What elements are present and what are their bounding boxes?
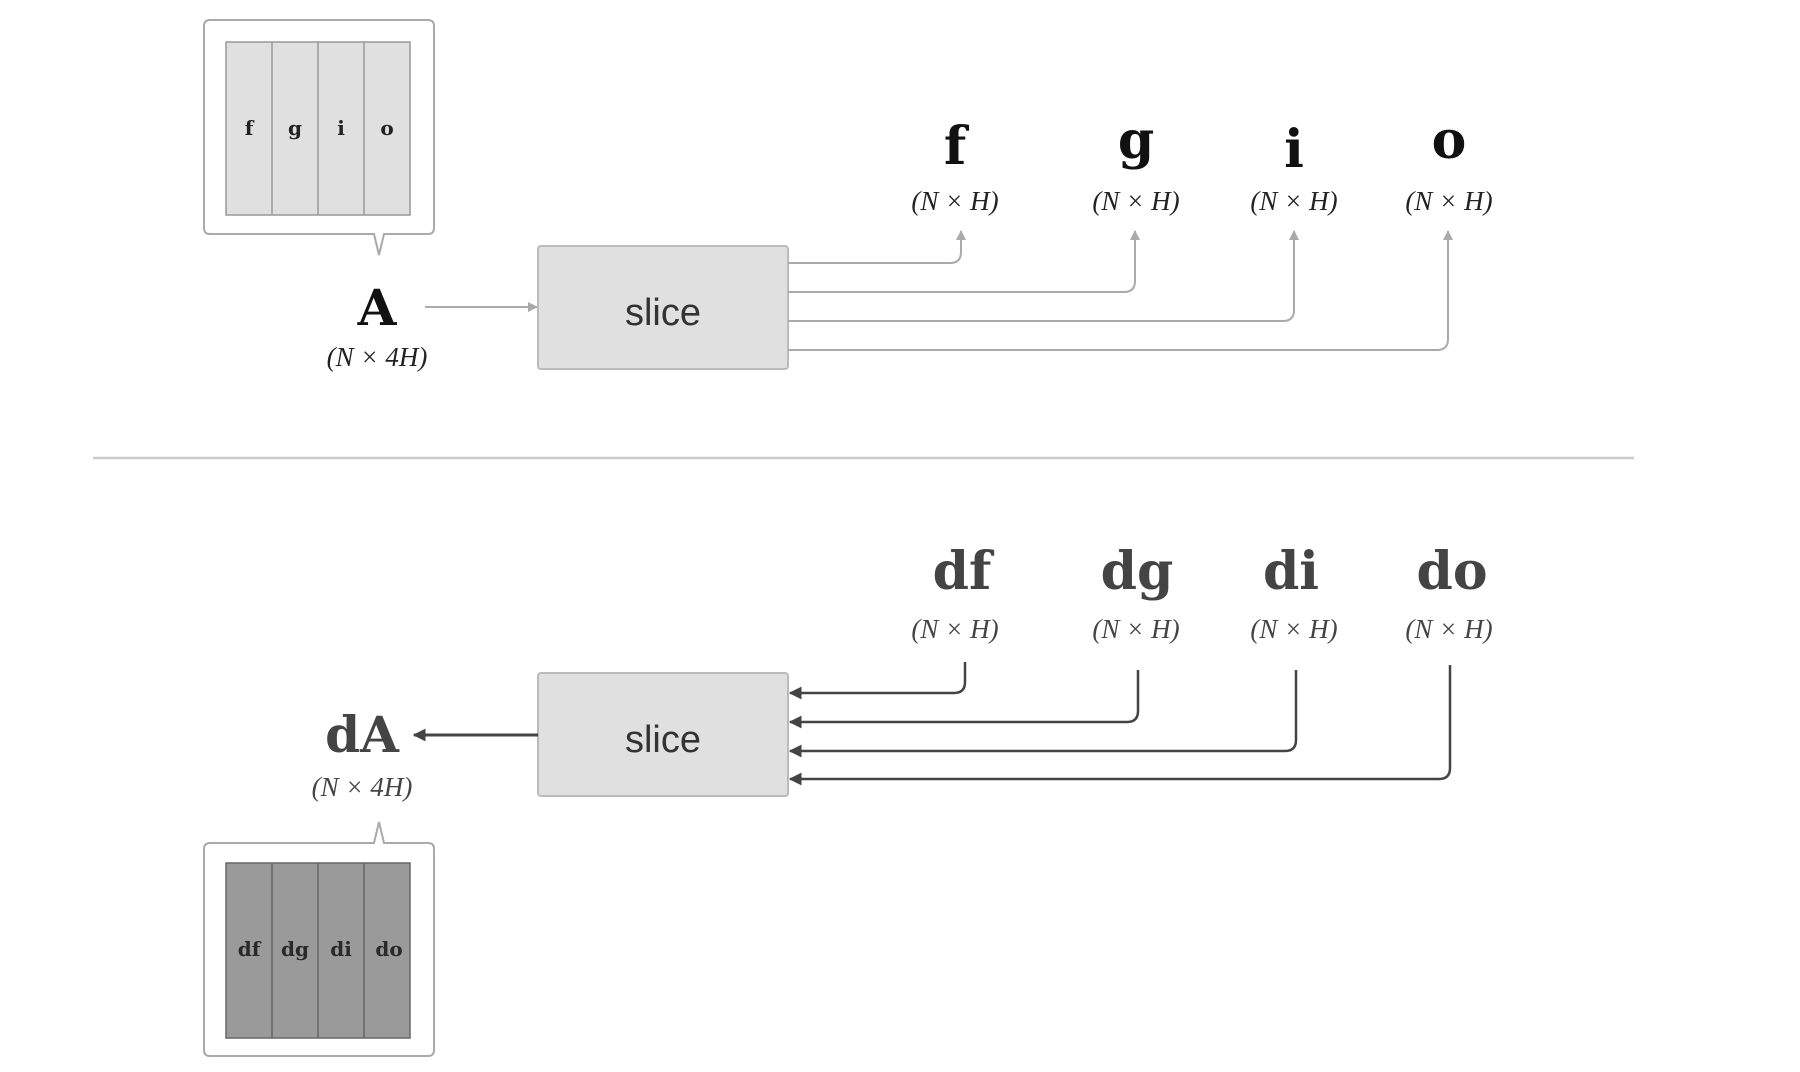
- forward-output-f-label: f: [944, 116, 970, 177]
- forward-matrix-cell-g: g: [288, 116, 302, 140]
- forward-matrix-cell-o: o: [380, 116, 393, 140]
- backward-arrow-di: [788, 670, 1298, 758]
- forward-slice-box: [537, 245, 789, 370]
- forward-input-dim: (N × 4H): [327, 342, 428, 372]
- backward-input-dg-label: dg: [1101, 541, 1174, 602]
- forward-output-f-dim: (N × H): [911, 186, 998, 216]
- backward-input-do-label: do: [1416, 541, 1487, 602]
- backward-section: df (N × H) dg (N × H) di (N × H) do (N ×…: [203, 541, 1493, 1057]
- backward-input-df-label: df: [933, 541, 995, 602]
- forward-matrix-cell-i: i: [337, 116, 345, 140]
- backward-matrix-cell-do: do: [375, 937, 402, 961]
- backward-input-do-dim: (N × H): [1405, 614, 1492, 644]
- forward-input-label: A: [357, 278, 398, 337]
- backward-input-df-dim: (N × H): [911, 614, 998, 644]
- backward-matrix-cell-df: df: [238, 937, 262, 961]
- forward-section: f g i o A (N × 4H) slice f (N × H) g (N …: [203, 19, 1493, 372]
- forward-arrow-o: [788, 230, 1453, 351]
- backward-arrow-do: [788, 665, 1452, 786]
- backward-matrix-cell-di: di: [330, 937, 352, 961]
- backward-arrow-df: [788, 662, 967, 700]
- forward-arrow-f: [788, 230, 966, 264]
- forward-matrix-cell-f: f: [245, 116, 255, 140]
- backward-input-di-label: di: [1263, 541, 1319, 602]
- backward-output-dim: (N × 4H): [312, 772, 413, 802]
- forward-output-i-dim: (N × H): [1250, 186, 1337, 216]
- forward-output-g-dim: (N × H): [1092, 186, 1179, 216]
- forward-output-o-label: o: [1432, 110, 1467, 171]
- forward-slice-label: slice: [625, 292, 701, 334]
- backward-output-label: dA: [325, 705, 400, 764]
- forward-output-o-dim: (N × H): [1405, 186, 1492, 216]
- forward-output-i-label: i: [1284, 119, 1304, 180]
- forward-output-g-label: g: [1118, 110, 1154, 171]
- backward-matrix-cell-dg: dg: [281, 937, 309, 961]
- forward-arrow-g: [788, 230, 1140, 293]
- backward-arrow-dg: [788, 670, 1140, 729]
- backward-input-dg-dim: (N × H): [1092, 614, 1179, 644]
- backward-slice-label: slice: [625, 719, 701, 761]
- backward-input-di-dim: (N × H): [1250, 614, 1337, 644]
- forward-arrow-i: [788, 230, 1299, 322]
